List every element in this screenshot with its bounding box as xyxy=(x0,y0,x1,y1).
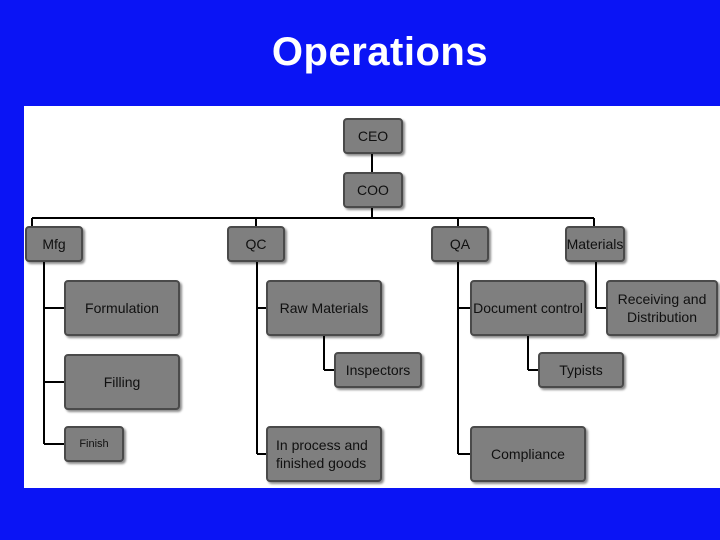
node-finish: Finish xyxy=(64,426,124,462)
node-document-control: Document control xyxy=(470,280,586,336)
node-mfg: Mfg xyxy=(25,226,83,262)
node-coo: COO xyxy=(343,172,403,208)
node-filling: Filling xyxy=(64,354,180,410)
node-raw-materials: Raw Materials xyxy=(266,280,382,336)
node-inspectors: Inspectors xyxy=(334,352,422,388)
slide-title: Operations xyxy=(271,30,489,74)
node-formulation: Formulation xyxy=(64,280,180,336)
node-compliance: Compliance xyxy=(470,426,586,482)
node-qc: QC xyxy=(227,226,285,262)
node-in-process: In process and finished goods xyxy=(266,426,382,482)
node-typists: Typists xyxy=(538,352,624,388)
node-receiving-distribution: Receiving and Distribution xyxy=(606,280,718,336)
node-ceo: CEO xyxy=(343,118,403,154)
node-qa: QA xyxy=(431,226,489,262)
node-materials: Materials xyxy=(565,226,625,262)
